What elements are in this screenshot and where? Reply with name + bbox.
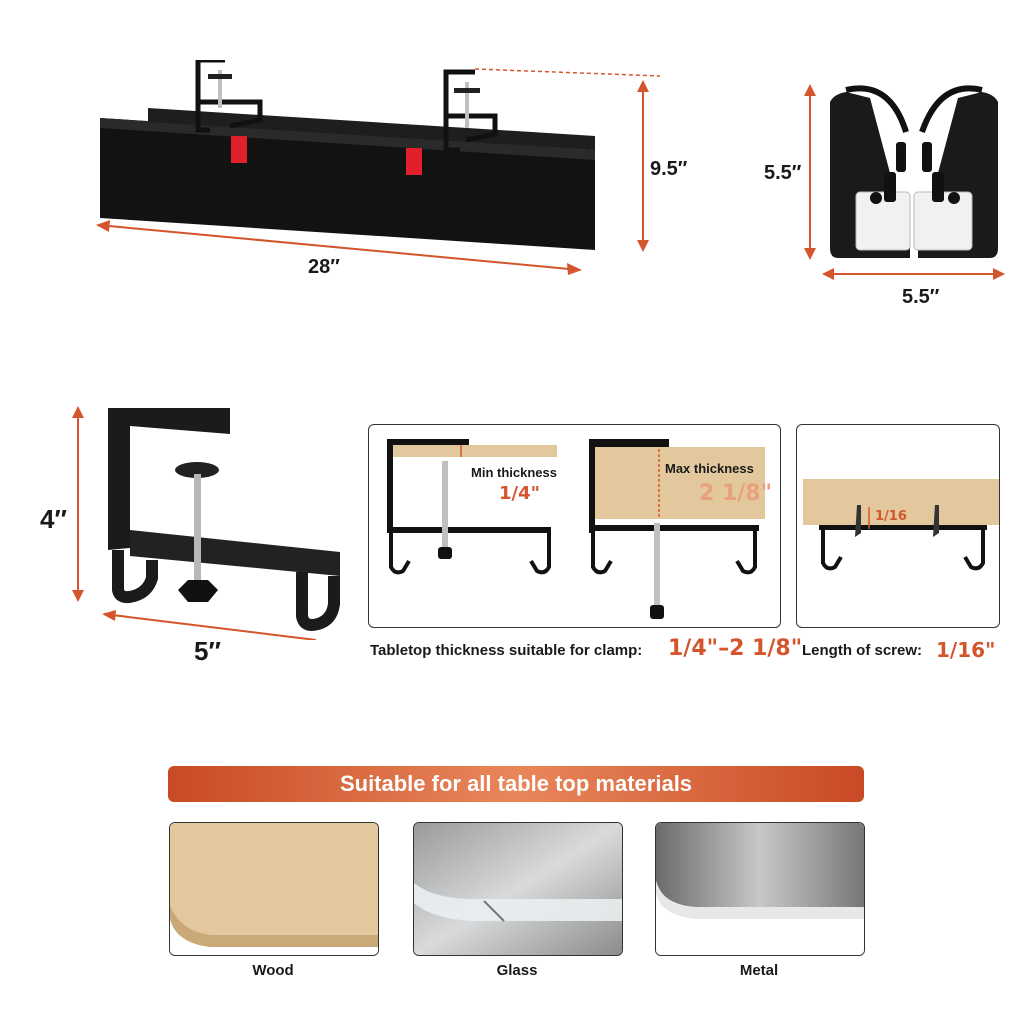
screw-length-value: 1/16 xyxy=(875,509,907,524)
max-thickness-label: Max thickness xyxy=(665,461,754,476)
screw-length-range: 1/16" xyxy=(936,638,996,662)
tray-length-label: 28″ xyxy=(308,256,340,278)
end-height-label: 5.5″ xyxy=(764,162,802,184)
min-thickness-value: 1/4" xyxy=(499,483,541,504)
clamp-illustration xyxy=(70,400,350,641)
cable-tray-illustration xyxy=(90,57,690,290)
wood-label: Wood xyxy=(252,962,294,979)
clamp-width-label: 5″ xyxy=(194,636,221,666)
tray-height-label: 9.5″ xyxy=(650,158,688,180)
screw-panel: 1/16 xyxy=(796,424,1000,628)
thickness-panel: Min thickness 1/4" Max thickness 2 1/8" xyxy=(368,424,781,628)
tray-end-view-illustration xyxy=(800,72,1015,292)
max-thickness-value: 2 1/8" xyxy=(699,481,773,506)
metal-card xyxy=(655,822,865,956)
clamp-height-label: 4″ xyxy=(40,504,67,534)
glass-card xyxy=(413,822,623,956)
screw-length-caption: Length of screw: xyxy=(802,642,923,659)
min-thickness-label: Min thickness xyxy=(471,465,557,480)
tabletop-thickness-range: 1/4"–2 1/8" xyxy=(668,636,803,661)
end-width-label: 5.5″ xyxy=(902,286,940,308)
materials-banner: Suitable for all table top materials xyxy=(168,766,864,802)
tabletop-thickness-caption: Tabletop thickness suitable for clamp: xyxy=(370,642,643,659)
metal-label: Metal xyxy=(739,962,779,979)
wood-card xyxy=(169,822,379,956)
glass-label: Glass xyxy=(496,962,538,979)
